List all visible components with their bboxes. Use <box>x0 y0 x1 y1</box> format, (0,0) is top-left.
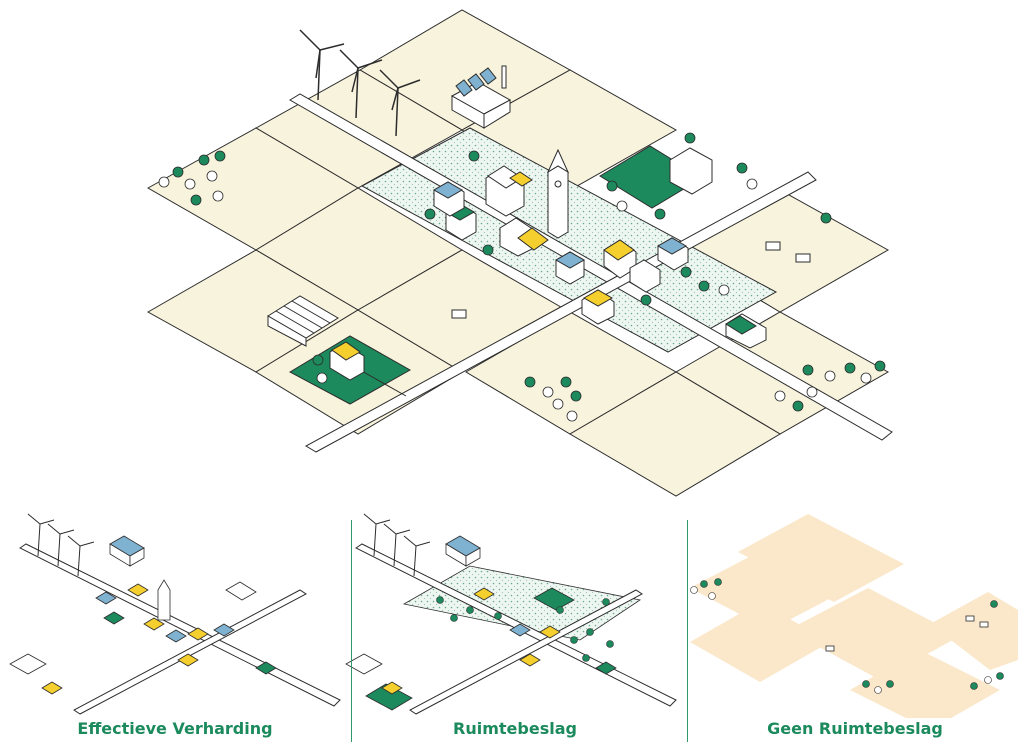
factory-icon <box>450 65 512 129</box>
tree-icon <box>198 154 210 166</box>
tree-icon <box>746 178 758 190</box>
panel-effective-paving <box>9 513 341 715</box>
house-icon <box>554 251 586 285</box>
main-scene <box>146 9 893 497</box>
tree-icon <box>566 410 578 422</box>
tree-icon <box>680 266 692 278</box>
church-tower-icon <box>546 148 570 239</box>
tree-icon <box>206 170 218 182</box>
house-icon <box>669 147 713 195</box>
farm-icon <box>329 341 365 381</box>
houses <box>267 147 767 381</box>
tree-icon <box>424 208 436 220</box>
tree-icon <box>606 180 618 192</box>
tree-icon <box>824 370 836 382</box>
tree-icon <box>718 284 730 296</box>
tree-icon <box>184 178 196 190</box>
tree-icon <box>542 386 554 398</box>
tree-icon <box>792 400 804 412</box>
house-icon <box>725 313 767 349</box>
tree-icon <box>560 376 572 388</box>
greenhouse-icon <box>267 295 339 347</box>
tree-icon <box>570 390 582 402</box>
tree-icon <box>158 176 170 188</box>
tree-icon <box>312 354 324 366</box>
tree-icon <box>190 194 202 206</box>
roads <box>289 93 893 453</box>
tree-icon <box>684 132 696 144</box>
house-icon <box>581 289 615 325</box>
tree-icon <box>482 244 494 256</box>
tree-icon <box>316 372 328 384</box>
house-icon <box>499 217 549 257</box>
house-icon <box>432 181 465 217</box>
panel-divider <box>687 520 688 742</box>
caption-land-take: Ruimtebeslag <box>453 719 577 738</box>
caption-no-land-take: Geen Ruimtebeslag <box>767 719 943 738</box>
tree-icon <box>552 398 564 410</box>
tree-icon <box>172 166 184 178</box>
tree-icon <box>736 162 748 174</box>
tree-icon <box>844 362 856 374</box>
tree-icon <box>802 364 814 376</box>
house-icon <box>509 171 533 187</box>
tree-icon <box>468 150 480 162</box>
panel-no-land-take <box>690 514 1018 730</box>
wind-turbine-icon <box>299 29 421 137</box>
trees <box>158 132 886 422</box>
house-icon <box>656 237 689 271</box>
tree-icon <box>860 372 872 384</box>
tree-icon <box>654 208 666 220</box>
panel-divider <box>351 520 352 742</box>
panel-land-take <box>345 513 677 715</box>
tree-icon <box>640 294 652 306</box>
house-icon <box>629 259 661 293</box>
tree-icon <box>212 190 224 202</box>
cow-icon <box>451 241 811 319</box>
tree-icon <box>874 360 886 372</box>
tree-icon <box>524 376 536 388</box>
tree-icon <box>616 200 628 212</box>
tree-icon <box>806 386 818 398</box>
tree-icon <box>774 390 786 402</box>
caption-effective-paving: Effectieve Verharding <box>77 719 273 738</box>
tree-icon <box>820 212 832 224</box>
village-core-area <box>360 127 778 353</box>
tree-icon <box>214 150 226 162</box>
tree-icon <box>698 280 710 292</box>
